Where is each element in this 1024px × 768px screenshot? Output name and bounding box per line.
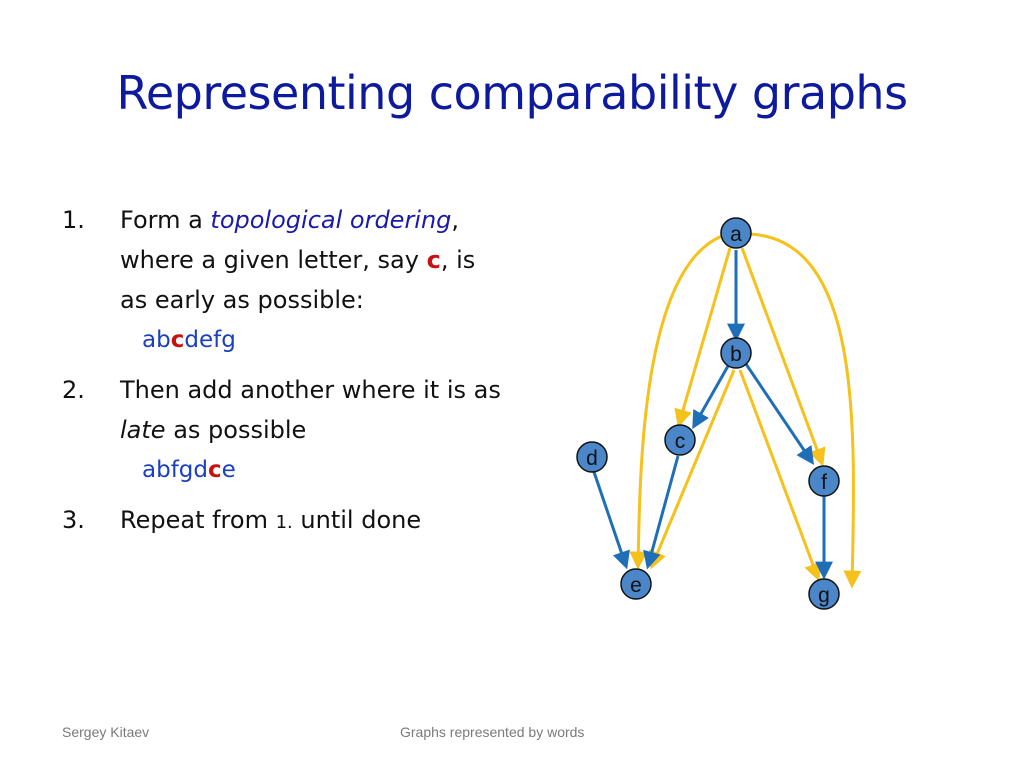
step-1-emphasis: topological ordering <box>210 206 452 234</box>
step-3-reference: 1. <box>275 512 293 533</box>
slide-title: Representing comparability graphs <box>116 66 908 120</box>
step-2-text-post1: as possible <box>165 416 307 444</box>
svg-text:f: f <box>821 471 827 494</box>
step-2: 2. Then add another where it is as late … <box>62 370 502 490</box>
step-1-word: abcdefg <box>142 327 236 353</box>
footer-subject: Graphs represented by words <box>400 724 585 740</box>
node-g: g <box>808 578 840 610</box>
edge-b-e <box>649 369 736 570</box>
step-3-text-post1: until done <box>292 506 422 534</box>
footer-author: Sergey Kitaev <box>62 724 150 740</box>
edge-b-f <box>744 363 815 465</box>
step-1-letter: c <box>426 246 441 274</box>
svg-text:c: c <box>675 430 686 453</box>
node-a: a <box>720 217 752 249</box>
edge-b-c <box>692 365 730 430</box>
step-3: 3. Repeat from 1. until done <box>62 500 502 543</box>
svg-text:d: d <box>586 447 598 470</box>
edge-d-e <box>592 471 630 570</box>
step-2-emphasis: late <box>120 416 166 444</box>
node-b: b <box>720 337 752 369</box>
svg-text:a: a <box>730 223 742 246</box>
step-1-number: 1. <box>62 206 85 234</box>
step-2-text-pre: Then add another where it is as <box>120 376 501 404</box>
step-1: 1. Form a topological ordering, where a … <box>62 200 502 360</box>
node-e: e <box>620 568 652 600</box>
edge-b-g <box>738 369 822 582</box>
edge-a-c <box>674 247 732 428</box>
edge-c-e <box>643 455 680 570</box>
step-1-text-pre: Form a <box>120 206 211 234</box>
svg-text:g: g <box>818 584 830 607</box>
edge-a-e <box>629 234 723 570</box>
svg-text:b: b <box>730 343 742 366</box>
step-1-text-post1: , where a given letter, say <box>120 206 460 274</box>
step-2-word: abfgdce <box>142 457 236 483</box>
node-d: d <box>576 441 608 473</box>
step-2-number: 2. <box>62 376 85 404</box>
edge-a-f <box>740 247 826 467</box>
steps-list: 1. Form a topological ordering, where a … <box>62 200 502 553</box>
step-3-text-pre: Repeat from <box>120 506 276 534</box>
edge-a-g <box>749 232 862 589</box>
node-f: f <box>808 465 840 497</box>
svg-text:e: e <box>630 574 642 597</box>
step-3-number: 3. <box>62 506 85 534</box>
step-1-text-post2: , is as early as possible: <box>120 246 476 314</box>
node-c: c <box>664 424 696 456</box>
